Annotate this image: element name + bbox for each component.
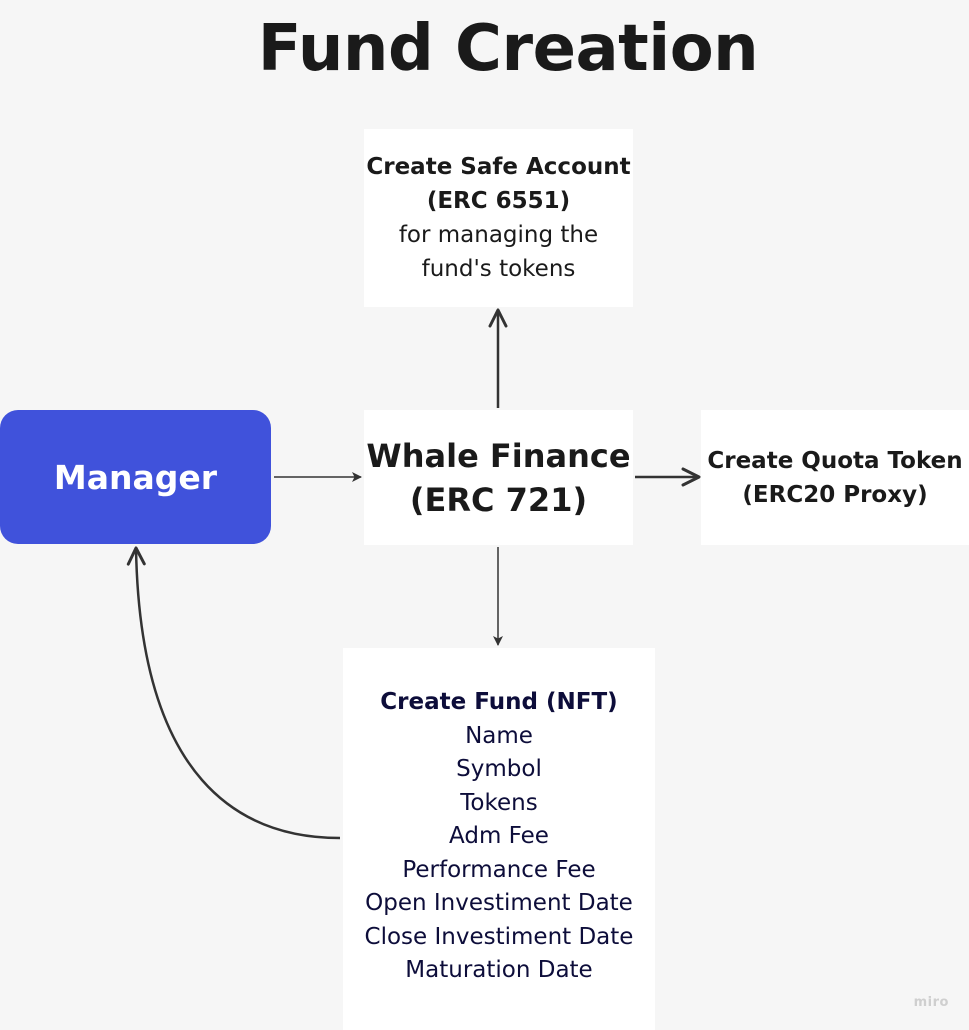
fund-field-open-date: Open Investiment Date	[365, 890, 633, 916]
fund-field-name: Name	[465, 722, 533, 749]
diagram-title: Fund Creation	[257, 12, 759, 86]
whale-finance-node: Whale Finance (ERC 721)	[364, 410, 633, 545]
fund-field-symbol: Symbol	[456, 756, 542, 782]
whale-finance-name: Whale Finance	[366, 436, 631, 475]
fund-field-tokens: Tokens	[460, 789, 538, 816]
safe-account-desc-1: for managing the	[398, 222, 599, 248]
safe-account-desc-2: fund's tokens	[421, 256, 576, 282]
safe-account-node: Create Safe Account (ERC 6551) for manag…	[364, 129, 633, 307]
create-fund-node: Create Fund (NFT) Name Symbol Tokens Adm…	[343, 648, 655, 1030]
safe-account-standard: (ERC 6551)	[426, 188, 571, 214]
create-fund-title: Create Fund (NFT)	[380, 689, 618, 715]
whale-finance-standard: (ERC 721)	[409, 480, 588, 519]
miro-watermark: miro	[913, 995, 949, 1010]
safe-account-title: Create Safe Account	[366, 154, 631, 180]
arrow-fund-to-manager	[126, 546, 341, 840]
fund-field-close-date: Close Investiment Date	[364, 923, 634, 950]
fund-field-adm-fee: Adm Fee	[449, 823, 549, 849]
fund-field-maturation-date: Maturation Date	[405, 957, 593, 983]
quota-token-standard: (ERC20 Proxy)	[742, 481, 928, 508]
fund-field-performance-fee: Performance Fee	[402, 856, 596, 883]
quota-token-title: Create Quota Token	[707, 447, 963, 474]
manager-node: Manager	[0, 410, 271, 544]
quota-token-node: Create Quota Token (ERC20 Proxy)	[701, 410, 969, 545]
